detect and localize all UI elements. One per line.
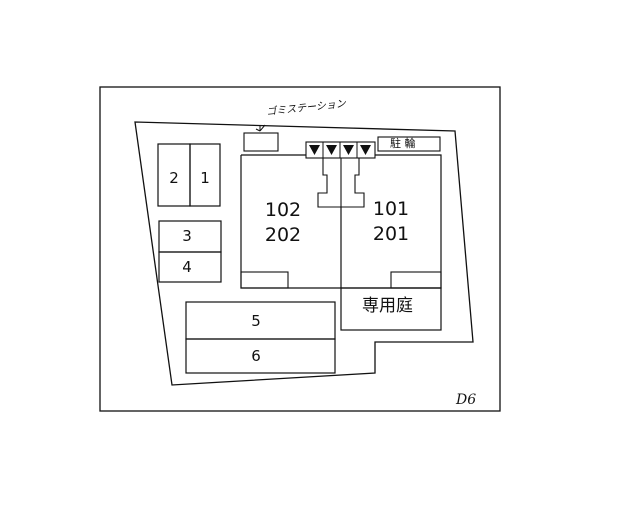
outer-frame <box>99 86 501 412</box>
parking-space-4 <box>158 251 222 283</box>
balcony-left <box>240 271 289 289</box>
meter-marker-2 <box>326 145 337 155</box>
parking-space-6 <box>185 338 336 374</box>
parking-label-6: 6 <box>251 347 261 365</box>
page-code-label: D6 <box>456 392 477 408</box>
private-garden-label: 専用庭 <box>362 296 413 316</box>
parking-label-4: 4 <box>182 258 192 276</box>
meter-marker-1 <box>309 145 320 155</box>
bicycle-parking-box <box>377 136 441 152</box>
unit-label-101: 101 <box>372 198 410 220</box>
unit-102-202-outline <box>240 154 342 289</box>
parking-label-1: 1 <box>200 169 210 187</box>
parking-label-3: 3 <box>182 227 192 245</box>
entrance-left <box>317 158 341 208</box>
property-boundary <box>134 121 474 386</box>
garbage-station-pointer <box>255 124 266 132</box>
balcony-right <box>390 271 442 289</box>
unit-label-202: 202 <box>264 224 302 246</box>
parking-label-2: 2 <box>169 169 179 187</box>
garbage-station-box <box>243 132 279 152</box>
bicycle-parking-label: 駐 輪 <box>390 137 416 150</box>
meter-marker-4 <box>360 145 371 155</box>
meter-marker-3 <box>343 145 354 155</box>
parking-label-5: 5 <box>251 312 261 330</box>
parking-space-1 <box>189 143 221 207</box>
unit-label-102: 102 <box>264 199 302 221</box>
entrance-right <box>341 158 365 208</box>
unit-label-201: 201 <box>372 223 410 245</box>
